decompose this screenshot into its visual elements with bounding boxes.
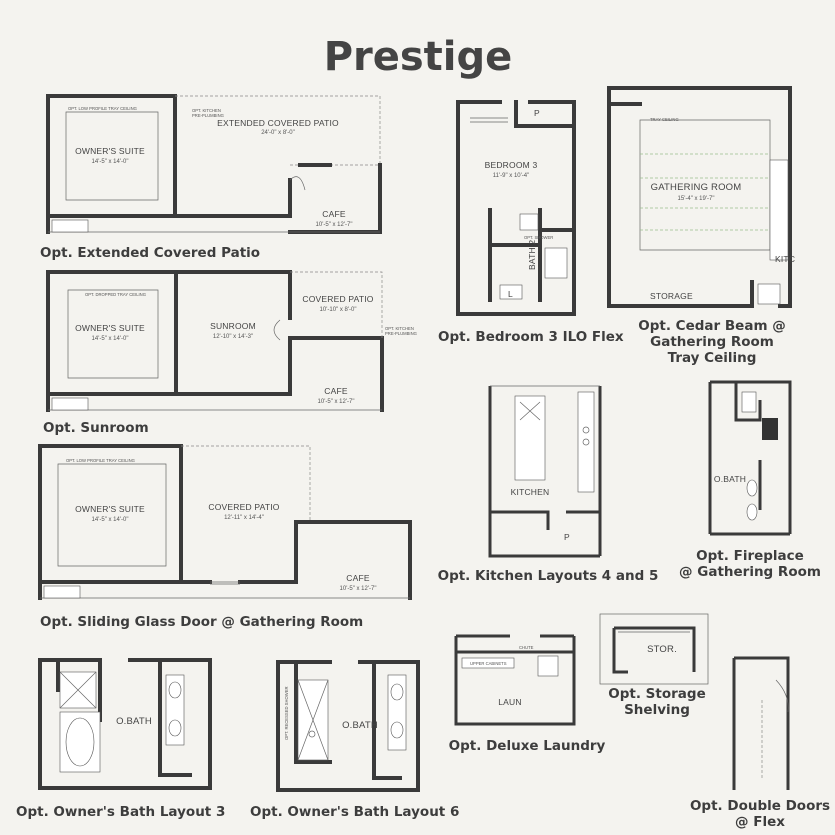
room-bedroom3: BEDROOM 3 [485,160,538,170]
room-obath-3: O.BATH [116,716,152,727]
room-cafe-sun: CAFE [324,386,348,396]
note-kitchen-preplumb: OPT. KITCHEN [192,108,221,113]
note-kitchen-preplumb-sun-2: PRE-PLUMBING [385,331,417,336]
note-upper-cabinets: UPPER CABINETS [470,661,507,666]
plan-cedar-beam: TRAY CEILING GATHERING ROOM 15'-4" x 19'… [607,86,795,308]
note-dropped-tray: OPT. DROPPED TRAY CEILING [85,292,146,297]
page-title: Prestige [324,34,513,80]
room-laun: LAUN [498,697,521,707]
caption-doors-1: Opt. Double Doors [690,798,830,814]
room-owners-suite-sun: OWNER'S SUITE [75,323,145,333]
room-covered-patio-sliding-dim: 12'-11" x 14'-4" [224,515,264,521]
room-kitchen-cut: KITC [775,254,795,264]
plan-owners-bath-3: O.BATH [38,658,212,790]
room-owners-suite: OWNER'S SUITE [75,146,145,156]
plan-fireplace: O.BATH [708,380,792,536]
caption-bedroom: Opt. Bedroom 3 ILO Flex [438,329,624,345]
room-obath-6: O.BATH [342,720,378,731]
note-recessed-shower: OPT. RECESSED SHOWER [284,686,289,740]
caption-fireplace-1: Opt. Fireplace [696,548,804,564]
plan-sliding-glass-door: OPT. LOW PROFILE TRAY CEILING OWNER'S SU… [38,444,412,600]
room-covered-patio-sun: COVERED PATIO [302,294,373,304]
caption-sliding-door: Opt. Sliding Glass Door @ Gathering Room [40,614,363,630]
room-gathering-dim: 15'-4" x 19'-7" [678,196,715,202]
note-opt-shower: OPT. SHOWER [524,235,553,240]
room-obath-fireplace: O.BATH [714,474,746,484]
caption-cedar-3: Tray Ceiling [668,350,757,366]
room-stor: STOR. [647,644,677,655]
room-owners-suite-sliding-dim: 14'-5" x 14'-0" [92,517,129,523]
room-cafe-sliding: CAFE [346,573,370,583]
note-kitchen-preplumb-sun: OPT. KITCHEN [385,326,414,331]
plan-extended-covered-patio: OPT. LOW PROFILE TRAY CEILING OPT. KITCH… [46,94,382,234]
caption-storage-1: Opt. Storage [608,686,705,702]
room-ext-patio: EXTENDED COVERED PATIO [217,118,339,128]
room-pantry-kitchen: P [564,532,570,542]
caption-kitchen: Opt. Kitchen Layouts 4 and 5 [438,568,659,584]
room-sunroom-dim: 12'-10" x 14'-3" [213,334,253,340]
note-chute: CHUTE [519,645,534,650]
note-kitchen-preplumb-2: PRE-PLUMBING [192,113,224,118]
room-covered-patio-sun-dim: 10'-10" x 8'-0" [320,307,357,313]
caption-fireplace-2: @ Gathering Room [679,564,821,580]
room-covered-patio-sliding: COVERED PATIO [208,502,279,512]
room-kitchen: KITCHEN [511,487,550,497]
room-owners-suite-dim: 14'-5" x 14'-0" [92,159,129,165]
plan-deluxe-laundry: CHUTE UPPER CABINETS LAUN [454,634,576,726]
caption-cedar-2: Gathering Room [650,334,774,350]
plan-bedroom-3: BEDROOM 3 11'-9" x 10'-4" P OPT. SHOWER … [456,100,576,316]
plan-double-doors [732,656,790,790]
caption-doors-2: @ Flex [735,814,785,830]
caption-sunroom: Opt. Sunroom [43,420,149,436]
room-linen: L [508,289,513,299]
plan-sunroom: OPT. DROPPED TRAY CEILING OPT. KITCHEN P… [46,270,417,412]
plan-owners-bath-6: OPT. RECESSED SHOWER O.BATH [276,660,420,792]
caption-extended-patio: Opt. Extended Covered Patio [40,245,260,261]
room-gathering: GATHERING ROOM [651,182,742,193]
caption-laundry: Opt. Deluxe Laundry [449,738,606,754]
room-sunroom: SUNROOM [210,321,256,331]
note-tray-ceiling: TRAY CEILING [650,117,679,122]
caption-cedar-1: Opt. Cedar Beam @ [638,318,785,334]
room-storage: STORAGE [650,291,693,301]
plan-storage-shelving: STOR. [599,613,709,685]
caption-bath-3: Opt. Owner's Bath Layout 3 [16,804,225,820]
room-cafe-dim: 10'-5" x 12'-7" [316,222,353,228]
plan-kitchen-layouts: KITCHEN P [488,385,602,558]
room-cafe-sliding-dim: 10'-5" x 12'-7" [340,586,377,592]
room-pantry-bed: P [534,108,540,118]
caption-storage-2: Shelving [624,702,690,718]
caption-bath-6: Opt. Owner's Bath Layout 6 [250,804,459,820]
room-ext-patio-dim: 24'-0" x 8'-0" [261,130,295,136]
room-owners-suite-sliding: OWNER'S SUITE [75,504,145,514]
room-bedroom3-dim: 11'-9" x 10'-4" [493,173,529,179]
room-bath2: BATH 2 [527,240,537,270]
room-cafe-sun-dim: 10'-5" x 12'-7" [318,399,355,405]
room-owners-suite-sun-dim: 14'-5" x 14'-0" [92,336,129,342]
note-low-profile-ceiling: OPT. LOW PROFILE TRAY CEILING [68,106,137,111]
note-low-profile-sliding: OPT. LOW PROFILE TRAY CEILING [66,458,135,463]
room-cafe: CAFE [322,209,346,219]
